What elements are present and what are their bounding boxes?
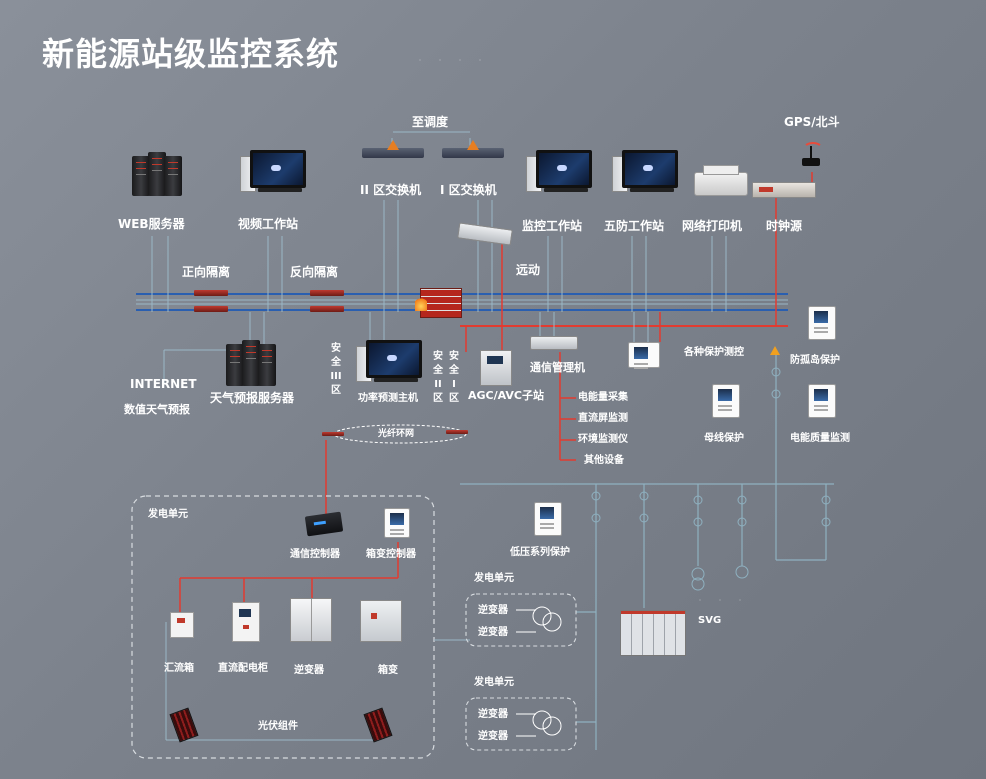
label-dc-cabinet: 直流配电柜 — [218, 663, 268, 674]
label-lv-protection: 低压系列保护 — [510, 547, 570, 558]
label-gen-unit-2: 发电单元 — [474, 573, 514, 584]
label-wufang-workstation: 五防工作站 — [604, 219, 665, 233]
label-clock-source: 时钟源 — [766, 219, 803, 233]
label-printer: 网络打印机 — [682, 219, 743, 233]
label-dispatch: 至调度 — [412, 115, 449, 129]
label-svg: SVG — [698, 615, 722, 626]
monitor-workstation-icon — [526, 150, 592, 192]
label-monitor-workstation: 监控工作站 — [522, 219, 583, 233]
label-telecontrol: 远动 — [516, 263, 541, 277]
switch-zone1-icon — [442, 140, 504, 158]
label-safety-zone3: 安全III区 — [330, 343, 342, 396]
inverter-icon — [290, 598, 332, 642]
label-agc-avc: AGC/AVC子站 — [468, 389, 544, 402]
dc-cabinet-icon — [232, 602, 260, 642]
label-anti-island: 防孤岛保护 — [790, 355, 840, 366]
firewall-icon — [415, 288, 462, 318]
label-numerical-weather: 数值天气预报 — [124, 403, 190, 416]
ring-node-icon — [446, 430, 468, 434]
label-protections: 各种保护测控 — [684, 347, 744, 358]
label-comm-controller: 通信控制器 — [290, 549, 340, 560]
power-quality-relay-icon — [808, 384, 836, 418]
label-inverter-a2: 逆变器 — [478, 627, 508, 638]
forward-isolator-icon — [194, 290, 228, 296]
label-fiber-ring: 光纤环网 — [378, 429, 415, 439]
ring-node-icon — [322, 432, 344, 436]
comm-manager-icon — [530, 336, 578, 350]
label-power-forecast: 功率预测主机 — [358, 393, 418, 404]
pv-internal-lines — [165, 622, 470, 741]
switch-zone2-icon — [362, 140, 424, 158]
label-energy-collect: 电能量采集 — [578, 392, 628, 403]
transformer-symbols — [516, 606, 562, 737]
label-gen-unit-3: 发电单元 — [474, 677, 514, 688]
label-inverter: 逆变器 — [294, 665, 324, 676]
combiner-box-icon — [170, 612, 194, 638]
alarm-icon — [770, 346, 780, 355]
ac-system-lines — [460, 350, 834, 750]
label-web-server: WEB服务器 — [118, 217, 185, 231]
box-controller-icon — [384, 508, 410, 538]
label-forward-isolation: 正向隔离 — [182, 265, 231, 279]
clock-source-icon — [752, 182, 816, 198]
label-dc-screen: 直流屏监测 — [578, 413, 628, 424]
weather-server-icon — [226, 340, 276, 386]
label-other-devices: 其他设备 — [584, 455, 624, 466]
breaker-symbols — [591, 367, 831, 591]
label-pv-module: 光伏组件 — [258, 721, 298, 732]
label-internet: INTERNET — [130, 377, 197, 391]
lv-protection-relay-icon — [534, 502, 562, 536]
label-gen-unit: 发电单元 — [148, 509, 188, 520]
label-comm-manager: 通信管理机 — [530, 361, 585, 374]
forward-isolator-icon — [194, 306, 228, 312]
gen-unit-boundary — [131, 495, 435, 759]
agc-avc-icon — [480, 350, 512, 386]
background-dots — [419, 59, 741, 601]
anti-island-relay-icon — [808, 306, 836, 340]
protection-relay-icon — [628, 342, 660, 368]
label-inverter-b2: 逆变器 — [478, 731, 508, 742]
label-power-quality: 电能质量监测 — [790, 433, 850, 444]
reverse-isolator-icon — [310, 306, 344, 312]
printer-icon — [694, 165, 748, 196]
svg-cabinet-icon — [620, 610, 686, 656]
label-combiner: 汇流箱 — [164, 663, 194, 674]
box-transformer-icon — [360, 600, 402, 642]
busbar-relay-icon — [712, 384, 740, 418]
wufang-workstation-icon — [612, 150, 678, 192]
control-lines — [179, 172, 813, 614]
reverse-isolator-icon — [310, 290, 344, 296]
device-drops — [151, 131, 727, 384]
video-workstation-icon — [240, 150, 306, 192]
label-busbar: 母线保护 — [704, 433, 744, 444]
label-reverse-isolation: 反向隔离 — [290, 265, 339, 279]
network-bus — [136, 293, 788, 327]
web-server-icon — [132, 150, 182, 196]
label-switch-zone2: II 区交换机 — [360, 183, 422, 197]
label-env-monitor: 环境监测仪 — [578, 434, 628, 445]
page-title: 新能源站级监控系统 — [42, 35, 340, 73]
label-safety-zone1: 安全I区 — [449, 351, 459, 404]
inverter-groups — [465, 593, 577, 751]
label-switch-zone1: I 区交换机 — [440, 183, 497, 197]
label-inverter-a1: 逆变器 — [478, 605, 508, 616]
label-gps: GPS/北斗 — [784, 115, 840, 129]
label-box-controller: 箱变控制器 — [366, 549, 416, 560]
power-forecast-host-icon — [356, 340, 422, 382]
label-inverter-b1: 逆变器 — [478, 709, 508, 720]
label-video-workstation: 视频工作站 — [238, 217, 299, 231]
label-weather-server: 天气预报服务器 — [210, 391, 295, 405]
label-box-transformer: 箱变 — [378, 665, 398, 676]
antenna-icon — [800, 142, 823, 166]
label-safety-zone2: 安全II区 — [433, 351, 443, 404]
